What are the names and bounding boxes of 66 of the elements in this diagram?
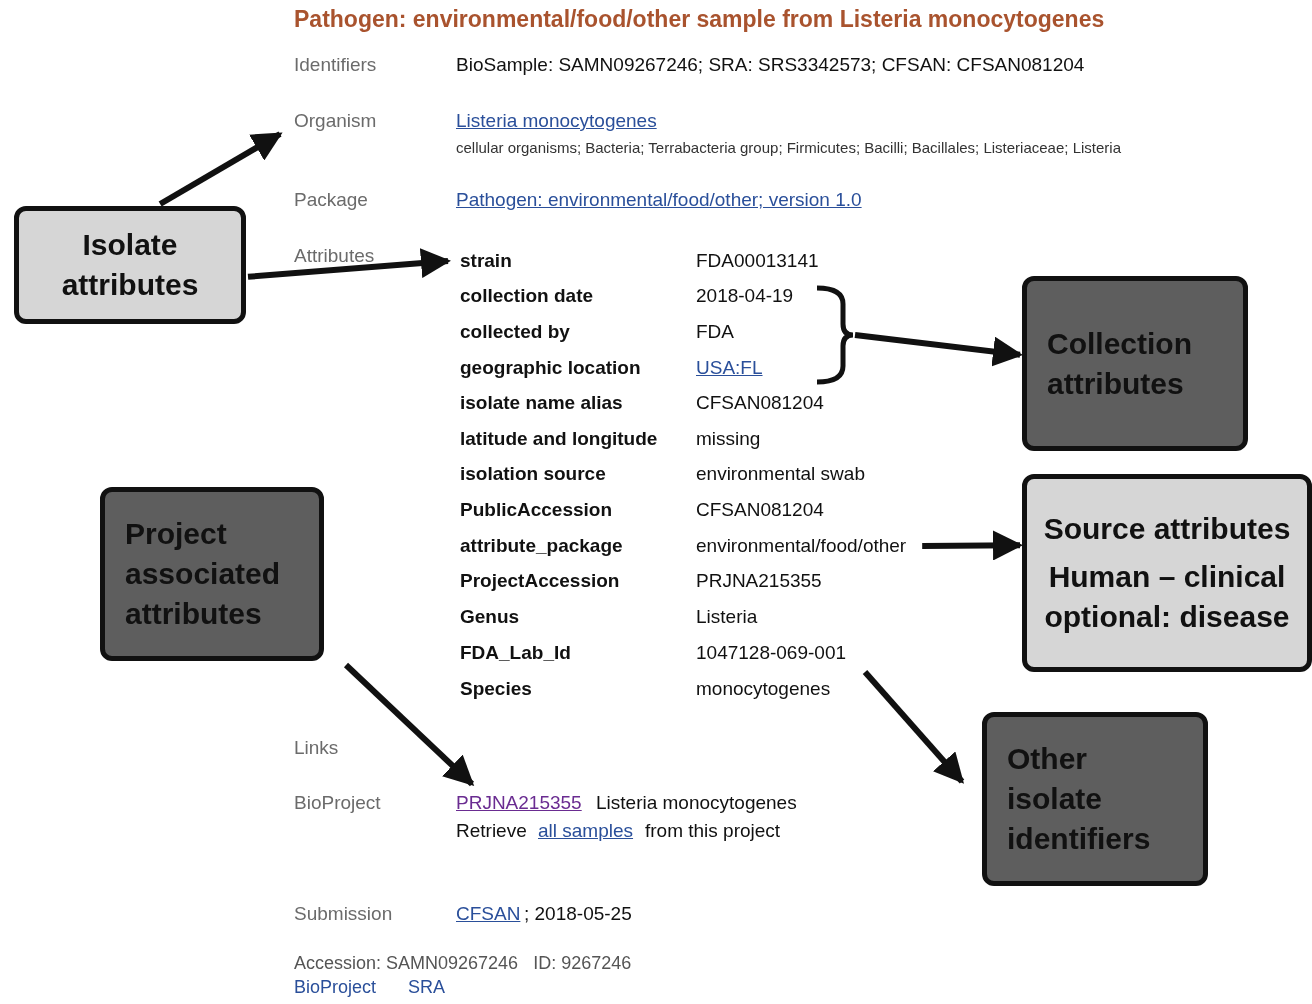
link: BioProject	[294, 976, 377, 998]
link: all samples	[538, 820, 634, 842]
attribute-value: missing	[696, 428, 761, 450]
attribute-name: ProjectAccession	[460, 570, 620, 592]
attribute-value: monocytogenes	[696, 678, 831, 700]
link: SRA	[408, 976, 445, 998]
arrow	[862, 670, 965, 784]
attribute-value: FDA	[696, 321, 734, 343]
attribute-value: CFSAN081204	[696, 499, 824, 521]
arrow	[854, 332, 1023, 367]
callout-box	[100, 487, 324, 661]
attribute-value: environmental swab	[696, 463, 865, 485]
field-label: Submission	[294, 903, 393, 925]
taxonomy-lineage: cellular organisms; Bacteria; Terrabacteria group; Firmicutes; Bacilli; Bacillales; Listeriaceae; Listeria	[456, 138, 1121, 158]
attribute-value: CFSAN081204	[696, 392, 824, 414]
callout-box	[982, 712, 1208, 886]
callout-heading: Isolate attributes	[60, 227, 200, 303]
field-label: BioProject	[294, 792, 381, 814]
field-value: Retrieve	[456, 820, 527, 842]
callout-text: Human – clinical optional: disease	[1043, 559, 1291, 635]
attribute-value: 1047128-069-001	[696, 642, 847, 664]
attribute-value: 2018-04-19	[696, 285, 794, 307]
link: Listeria monocytogenes	[456, 110, 657, 132]
field-value: Listeria monocytogenes	[596, 792, 797, 814]
field-value: from this project	[645, 820, 781, 842]
field-value: BioSample: SAMN09267246; SRA: SRS3342573; CFSAN: CFSAN081204	[456, 54, 1085, 76]
attribute-name: attribute_package	[460, 535, 623, 557]
arrow	[247, 248, 451, 280]
attribute-name: strain	[460, 250, 512, 272]
field-value: ; 2018-05-25	[524, 903, 632, 925]
attribute-name: collection date	[460, 285, 594, 307]
bracket	[815, 284, 855, 386]
callout-box	[14, 206, 246, 324]
arrow	[343, 662, 475, 787]
field-label: Organism	[294, 110, 377, 132]
attribute-value: FDA00013141	[696, 250, 819, 272]
attribute-name: isolate name alias	[460, 392, 623, 414]
link: CFSAN	[456, 903, 521, 925]
callout-heading: Collection attributes	[1047, 325, 1193, 402]
attribute-name: PublicAccession	[460, 499, 613, 521]
link: USA:FL	[696, 357, 763, 379]
attribute-name: isolation source	[460, 463, 606, 485]
attribute-name: collected by	[460, 321, 570, 343]
callout-heading: Source attributes	[1043, 511, 1291, 547]
callout-box	[1022, 276, 1248, 451]
attribute-name: latitude and longitude	[460, 428, 658, 450]
attribute-name: Genus	[460, 606, 520, 628]
attribute-value: PRJNA215355	[696, 570, 822, 592]
arrow	[922, 530, 1023, 561]
page-title: Pathogen: environmental/food/other sample from Listeria monocytogenes	[294, 6, 1105, 33]
callout-heading: Project associated attributes	[125, 516, 282, 632]
field-label: Attributes	[294, 245, 375, 267]
callout-box	[1022, 474, 1312, 672]
link: Pathogen: environmental/food/other; version 1.0	[456, 189, 862, 211]
attribute-name: Species	[460, 678, 532, 700]
field-label: Package	[294, 189, 368, 211]
attribute-value: environmental/food/other	[696, 535, 907, 557]
attribute-value: Listeria	[696, 606, 758, 628]
callout-heading: Other isolate identifiers	[1007, 741, 1152, 857]
link: PRJNA215355	[456, 792, 582, 814]
accession-text: Accession: SAMN09267246 ID: 9267246	[294, 952, 632, 974]
arrow	[158, 131, 283, 207]
attribute-name: FDA_Lab_Id	[460, 642, 571, 664]
field-label: Identifiers	[294, 54, 377, 76]
attribute-name: geographic location	[460, 357, 641, 379]
field-label: Links	[294, 737, 339, 759]
